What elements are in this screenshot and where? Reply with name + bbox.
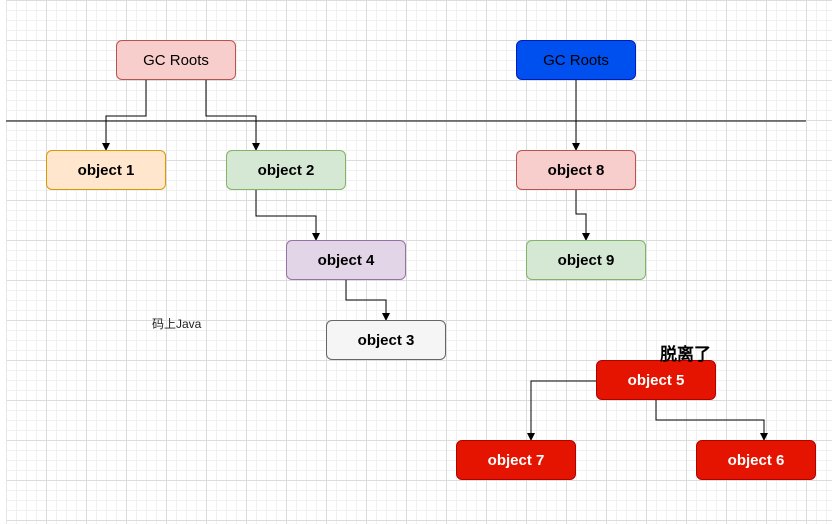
- object-9-node[interactable]: object 9: [526, 240, 646, 280]
- edge-gc-to-object1: [102, 80, 147, 151]
- object-8-node[interactable]: object 8: [516, 150, 636, 190]
- object-6-node[interactable]: object 6: [696, 440, 816, 480]
- object-7-node[interactable]: object 7: [456, 440, 576, 480]
- detached-label: 脱离了: [660, 345, 711, 365]
- object-5-node[interactable]: object 5: [596, 360, 716, 400]
- edge-gc-to-object2: [205, 80, 260, 151]
- watermark-text: 码上Java: [152, 317, 202, 331]
- edge-object2-to-object4: [255, 190, 320, 241]
- object-3-node[interactable]: object 3: [326, 320, 446, 360]
- edge-object5-to-object7: [527, 380, 596, 441]
- edge-object4-to-object3: [345, 280, 390, 321]
- object-2-node[interactable]: object 2: [226, 150, 346, 190]
- gc-roots-node-left[interactable]: GC Roots: [116, 40, 236, 80]
- object-1-node[interactable]: object 1: [46, 150, 166, 190]
- canvas-left-edge: [0, 0, 7, 524]
- object-4-node[interactable]: object 4: [286, 240, 406, 280]
- edge-object5-to-object6: [655, 400, 768, 441]
- edge-object8-to-object9: [575, 190, 590, 241]
- gc-roots-node-right[interactable]: GC Roots: [516, 40, 636, 80]
